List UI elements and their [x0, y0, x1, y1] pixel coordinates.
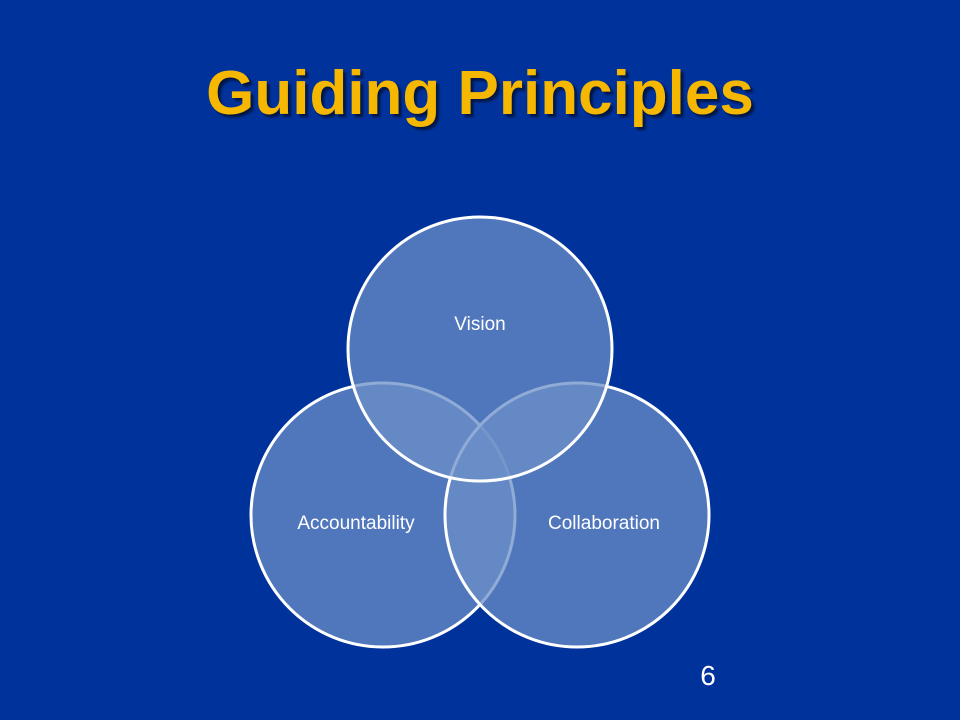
- page-number: 6: [700, 660, 716, 691]
- slide-title: Guiding Principles: [206, 59, 754, 128]
- vision-circle: [346, 215, 614, 483]
- vision-label: Vision: [454, 314, 505, 335]
- accountability-label: Accountability: [297, 513, 415, 534]
- collaboration-label: Collaboration: [548, 513, 660, 534]
